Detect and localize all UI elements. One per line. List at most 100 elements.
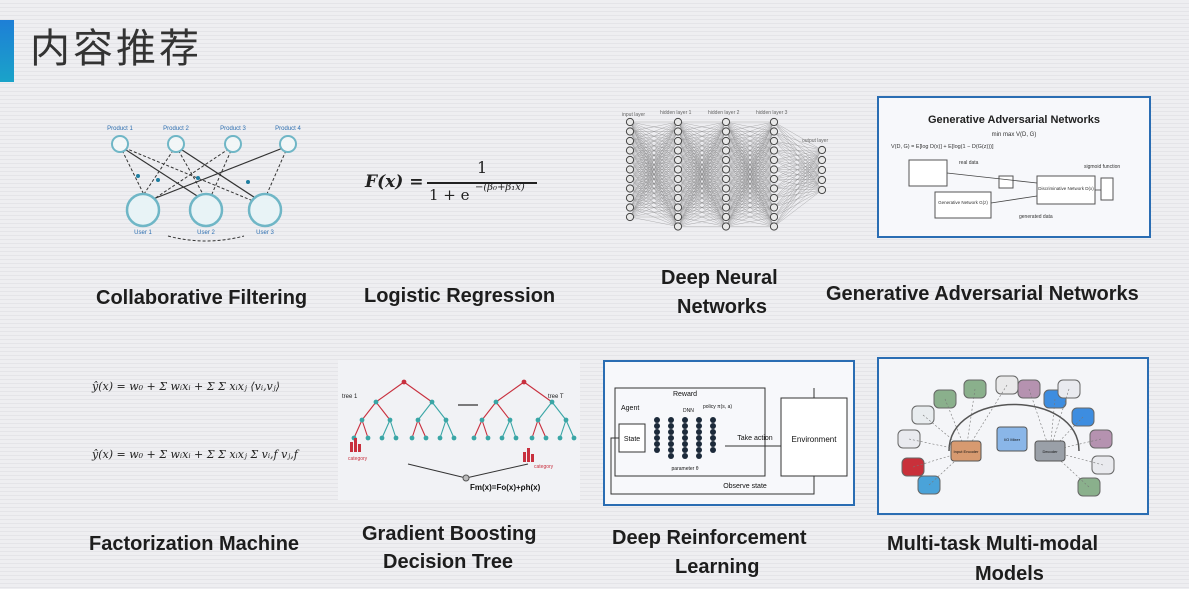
- tree-node: [393, 435, 399, 441]
- user-2-label: User 2: [197, 230, 215, 236]
- gan-generator-box: [934, 191, 992, 219]
- user-3-avatar: [247, 192, 283, 228]
- product-4-label: Product 4: [275, 126, 301, 132]
- neuron-node: [721, 184, 731, 193]
- caption-gbdt-line1: Gradient Boosting: [362, 523, 537, 545]
- neuron-node: [673, 203, 683, 212]
- user-2-avatar: [188, 192, 224, 228]
- gbdt-diagram: tree 1 tree T category category Fm(x)=Fo…: [338, 360, 580, 500]
- formula-lhs: F(x) =: [365, 172, 424, 192]
- triangle-icon: [224, 135, 242, 153]
- neuron-node: [769, 165, 779, 174]
- product-3-label: Product 3: [220, 126, 246, 132]
- box-icon: [167, 135, 185, 153]
- dnn-hidden2-label: hidden layer 2: [708, 110, 740, 116]
- input-encoder-label: Input Encoder: [954, 449, 980, 454]
- drl-neuron: [696, 417, 702, 423]
- neuron-node: [625, 184, 635, 193]
- dnn-output-label: output layer: [802, 138, 828, 144]
- decoder-label: Decoder: [1042, 449, 1058, 454]
- tree-node: [521, 379, 527, 385]
- caption-drl-line1: Deep Reinforcement: [612, 527, 807, 549]
- drl-neuron: [696, 423, 702, 429]
- neuron-node: [673, 136, 683, 146]
- gbdt-tree2-label: tree T: [548, 394, 564, 400]
- gan-generated-data-label: generated data: [1019, 214, 1053, 220]
- caption-mtmm-line2: Models: [975, 563, 1044, 585]
- tree-node: [429, 399, 435, 405]
- neuron-node: [769, 117, 779, 127]
- tree-node: [529, 435, 535, 441]
- user-3-label: User 3: [256, 230, 274, 236]
- neuron-node: [817, 165, 827, 175]
- drl-neuron: [668, 453, 674, 459]
- gan-equation: V(D, G) = E[log D(x)] + E[log(1 − D(G(z)…: [891, 144, 994, 150]
- neuron-node: [769, 155, 779, 165]
- neuron-node: [673, 184, 683, 193]
- neuron-node: [769, 212, 779, 222]
- deep-neural-network-diagram: input layer hidden layer 1 hidden layer …: [622, 110, 828, 231]
- product-1-label: Product 1: [107, 126, 133, 132]
- gbdt-formula: Fm(x)=Fo(x)+ρh(x): [470, 483, 541, 492]
- neuron-node: [769, 184, 779, 193]
- page-title: 内容推荐: [30, 26, 202, 72]
- drl-neuron: [696, 429, 702, 435]
- neuron-node: [625, 203, 635, 212]
- tree-node: [549, 399, 555, 405]
- tree-node: [437, 435, 443, 441]
- drl-neuron: [668, 417, 674, 423]
- gan-real-data-label: real data: [959, 160, 979, 166]
- neuron-node: [769, 193, 779, 203]
- gan-title: Generative Adversarial Networks: [928, 114, 1100, 126]
- caption-gbdt-line2: Decision Tree: [383, 551, 514, 573]
- circle-icon: [279, 135, 297, 153]
- drl-neuron: [682, 417, 688, 423]
- drl-neuron: [654, 417, 660, 423]
- neuron-node: [721, 174, 731, 184]
- tree-node: [409, 435, 415, 441]
- formula-denominator: 1 + e: [429, 186, 470, 204]
- drl-neuron: [668, 435, 674, 441]
- neuron-node: [673, 127, 683, 136]
- neuron-node: [721, 136, 731, 146]
- io-mixer-box: [996, 426, 1028, 452]
- neuron-node: [625, 146, 635, 155]
- caption-drl-line2: Learning: [675, 556, 760, 578]
- tree-node: [557, 435, 563, 441]
- drl-state-label: State: [624, 436, 640, 443]
- gan-generator-label: Generative Network G(z): [938, 200, 988, 205]
- formula-exponent: −(β₀+β₁x): [475, 182, 525, 193]
- drl-agent-label: Agent: [621, 405, 639, 412]
- tree-node: [535, 417, 541, 423]
- drl-diagram: Environment State Agent Reward DNN polic…: [603, 360, 855, 506]
- drl-neuron: [710, 435, 716, 441]
- caption-dnn-line2: Networks: [677, 296, 768, 318]
- tree-node: [379, 435, 385, 441]
- title-accent-bar: [0, 20, 14, 82]
- drl-neuron: [682, 441, 688, 447]
- logistic-regression-formula: F(x) = 1 1 + e −(β₀+β₁x): [365, 158, 565, 218]
- neuron-node: [673, 165, 683, 174]
- gan-real-images: [908, 159, 948, 187]
- neuron-node: [721, 203, 731, 212]
- drl-neuron: [654, 429, 660, 435]
- collaborative-filtering-diagram: Product 1 Product 2 Product 3 Product 4 …: [107, 126, 302, 242]
- tree-node: [507, 417, 513, 423]
- tree-node: [493, 399, 499, 405]
- drl-neuron: [654, 447, 660, 453]
- neuron-node: [769, 174, 779, 184]
- drl-neuron: [668, 447, 674, 453]
- neuron-node: [721, 127, 731, 136]
- tree-node: [415, 417, 421, 423]
- gan-diagram: Generative Adversarial Networks min max …: [877, 96, 1151, 238]
- tree-node: [373, 399, 379, 405]
- dnn-hidden1-label: hidden layer 1: [660, 110, 692, 116]
- neuron-node: [673, 193, 683, 203]
- tree-node: [471, 435, 477, 441]
- product-2-label: Product 2: [163, 126, 189, 132]
- drl-neuron: [668, 441, 674, 447]
- drl-neuron: [710, 417, 716, 423]
- drl-neuron: [710, 429, 716, 435]
- drl-neuron: [710, 441, 716, 447]
- tree-node: [513, 435, 519, 441]
